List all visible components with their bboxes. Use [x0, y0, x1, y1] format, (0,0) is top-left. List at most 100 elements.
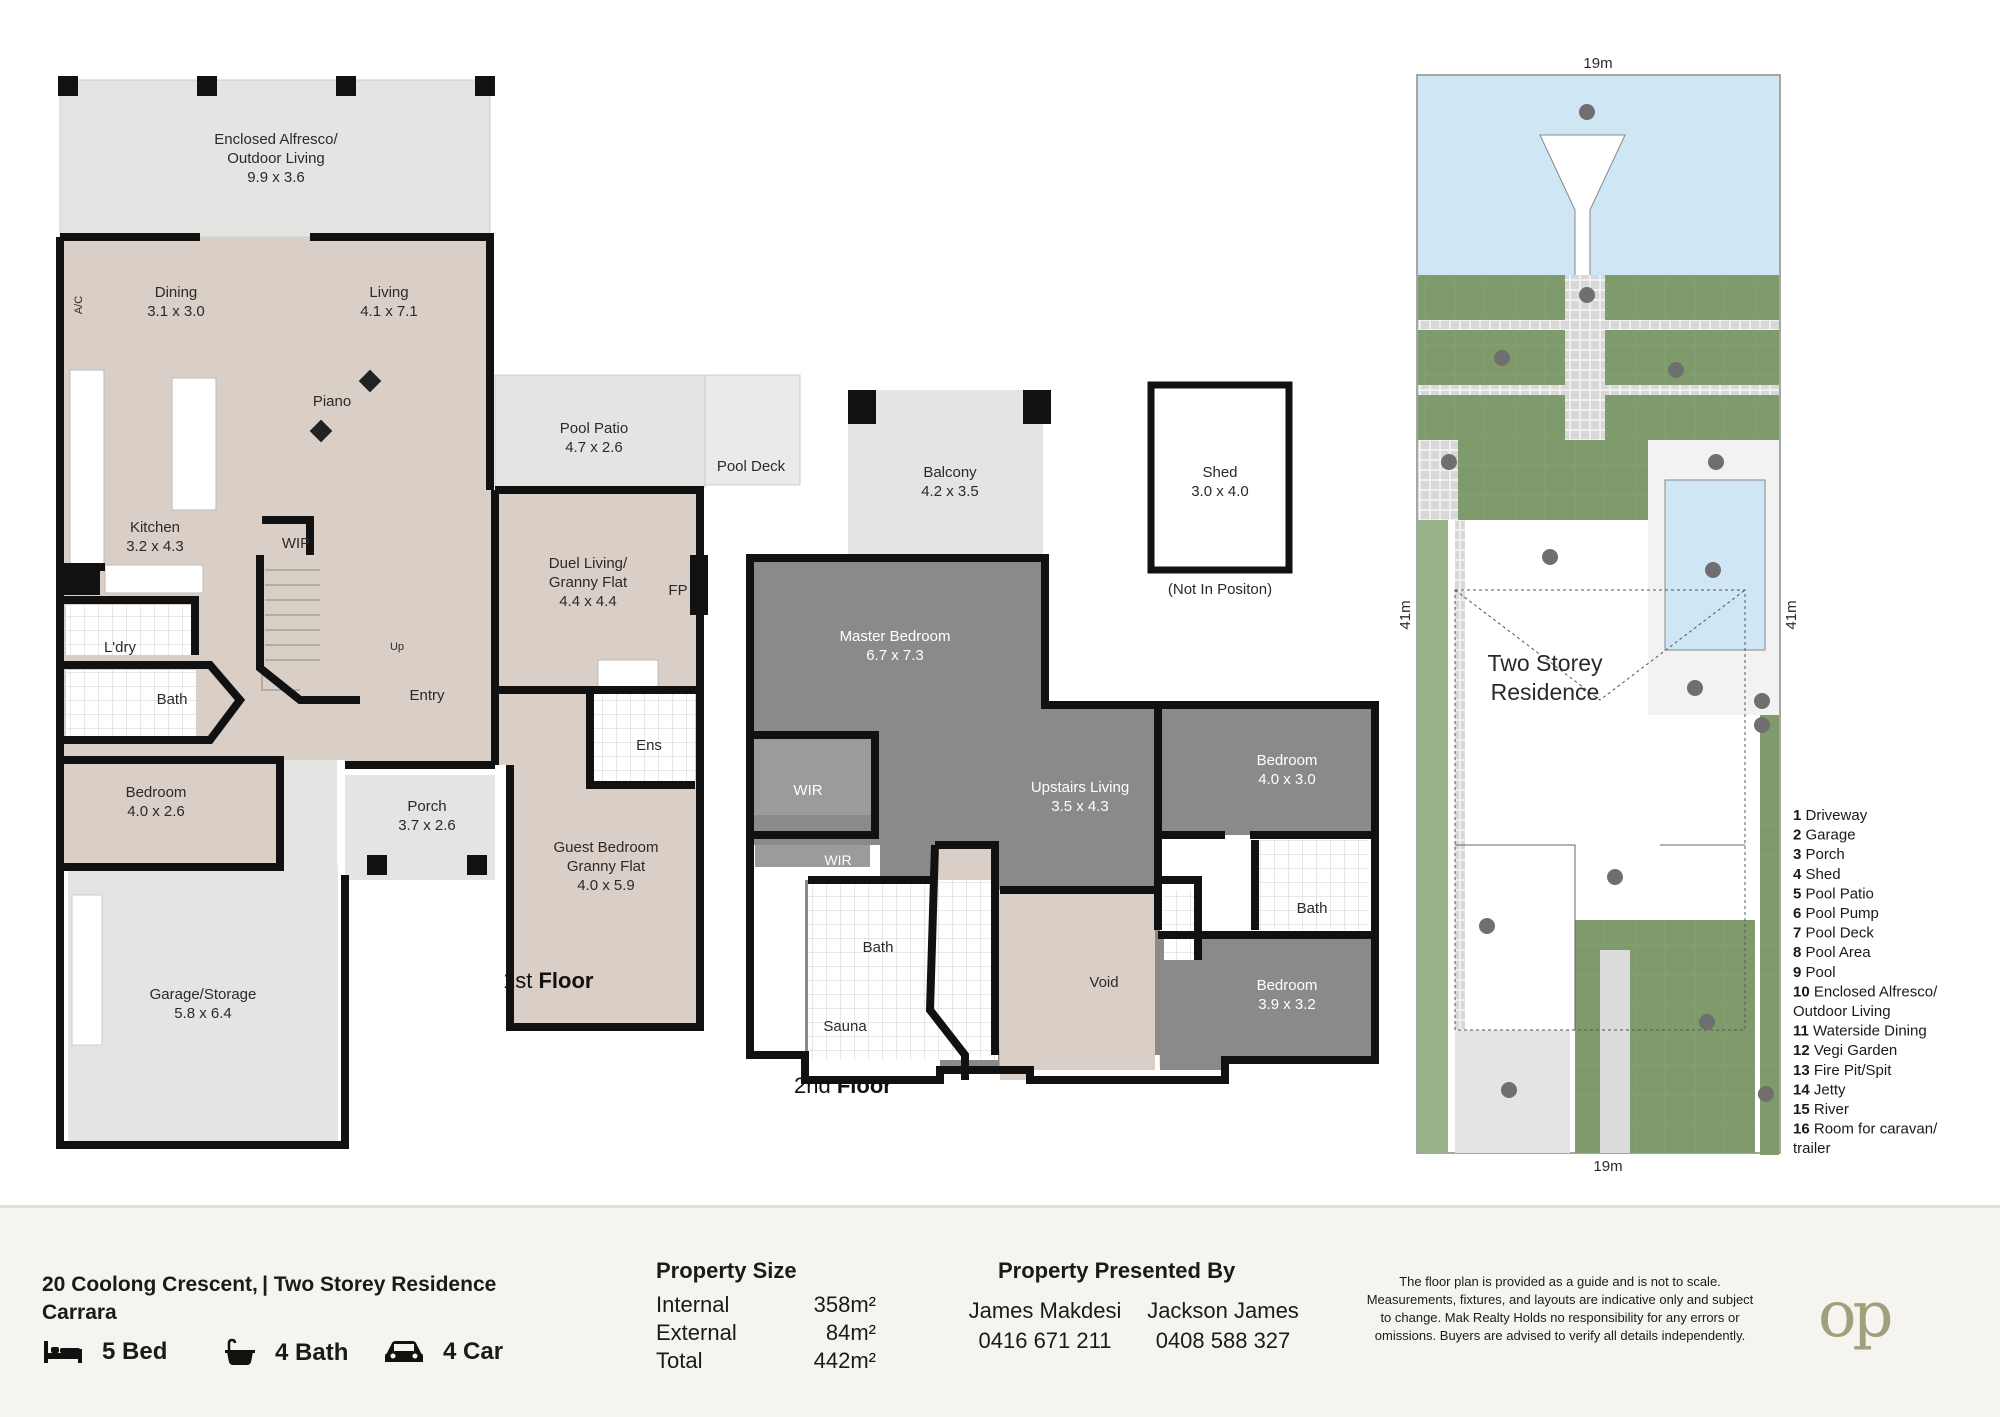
- legend-text: Room for caravan/: [1810, 1121, 1938, 1138]
- legend-item: 11 Waterside Dining: [1793, 1023, 1927, 1040]
- size-label: Internal: [656, 1292, 730, 1317]
- agent-name: Jackson James: [1147, 1298, 1299, 1323]
- size-value: 84m²: [825, 1320, 876, 1345]
- agent-phone: 0416 671 211: [978, 1328, 1112, 1353]
- legend-number: 5: [1793, 885, 1801, 902]
- room-label-shed: Shed: [1202, 464, 1237, 481]
- room-label-pool-deck: Pool Deck: [717, 458, 786, 475]
- legend-text: Enclosed Alfresco/: [1810, 983, 1938, 1000]
- room-label-wir-1: WIR: [793, 782, 822, 799]
- room-label-alfresco: Enclosed Alfresco/: [214, 131, 338, 148]
- room-label-bedroom-1: Bedroom: [126, 784, 187, 801]
- room-label-garage: Garage/Storage: [150, 986, 257, 1003]
- legend-item: Outdoor Living: [1793, 1003, 1891, 1020]
- legend-number: 8: [1793, 944, 1801, 961]
- legend-item: trailer: [1793, 1140, 1831, 1157]
- floor-title-2nd: 2nd Floor: [794, 1073, 892, 1098]
- room-label-living: Living: [369, 284, 408, 301]
- room-dim-balcony: 4.2 x 3.5: [921, 483, 979, 500]
- room-label-bedroom-2: Bedroom: [1257, 752, 1318, 769]
- room-label-alfresco-2: Outdoor Living: [227, 150, 325, 167]
- legend-number: 3: [1793, 846, 1801, 863]
- legend-text: Shed: [1801, 866, 1840, 883]
- cars-count: 4 Car: [443, 1338, 504, 1365]
- legend-text: Outdoor Living: [1793, 1003, 1891, 1020]
- room-label-duel-living-2: Granny Flat: [549, 574, 628, 591]
- room-label-porch: Porch: [407, 798, 446, 815]
- room-label-ldry: L'dry: [104, 639, 137, 656]
- room-dim-bedroom-2: 4.0 x 3.0: [1258, 771, 1316, 788]
- agent-1: James Makdesi 0416 671 211: [960, 1296, 1130, 1356]
- room-label-balcony: Balcony: [923, 464, 977, 481]
- room-label-bath-2: Bath: [1297, 900, 1328, 917]
- room-label-dining: Dining: [155, 284, 198, 301]
- room-dim-shed: 3.0 x 4.0: [1191, 483, 1249, 500]
- room-label-kitchen: Kitchen: [130, 519, 180, 536]
- room-label-master-bedroom: Master Bedroom: [840, 628, 951, 645]
- beds-feature: 5 Bed: [42, 1338, 167, 1366]
- room-dim-upstairs-living: 3.5 x 4.3: [1051, 798, 1109, 815]
- car-icon: [385, 1341, 423, 1362]
- property-address: 20 Coolong Crescent, | Two Storey Reside…: [42, 1271, 496, 1327]
- first-floor: [56, 76, 801, 1149]
- room-dim-bedroom-1: 4.0 x 2.6: [127, 803, 185, 820]
- legend-text: Fire Pit/Spit: [1810, 1062, 1893, 1079]
- legend-text: River: [1810, 1101, 1849, 1118]
- legend-number: 7: [1793, 925, 1801, 942]
- fireplace-label: FP: [668, 582, 687, 599]
- room-label-ensuite: Ens: [636, 737, 662, 754]
- address-line-2: Carrara: [42, 1301, 117, 1324]
- size-label: Total: [656, 1348, 703, 1373]
- legend-item: 10 Enclosed Alfresco/: [1793, 983, 1938, 1000]
- legend-item: 8 Pool Area: [1793, 944, 1871, 961]
- legend-text: Garage: [1801, 827, 1855, 844]
- legend-number: 15: [1793, 1101, 1810, 1118]
- legend-text: Vegi Garden: [1810, 1042, 1898, 1059]
- property-size-title: Property Size: [656, 1258, 797, 1283]
- site-width-bottom: 19m: [1593, 1158, 1622, 1175]
- beds-count: 5 Bed: [102, 1338, 168, 1365]
- site-house-label: Two Storey: [1487, 650, 1603, 676]
- room-dim-living: 4.1 x 7.1: [360, 303, 418, 320]
- legend-item: 6 Pool Pump: [1793, 905, 1879, 922]
- room-label-void: Void: [1089, 974, 1118, 991]
- site-width-top: 19m: [1583, 55, 1612, 72]
- legend-text: Jetty: [1810, 1081, 1846, 1098]
- legend-item: 2 Garage: [1793, 827, 1856, 844]
- room-dim-pool-patio: 4.7 x 2.6: [565, 439, 623, 456]
- legend-item: 4 Shed: [1793, 866, 1841, 883]
- legend-item: 7 Pool Deck: [1793, 925, 1874, 942]
- legend-item: 1 Driveway: [1793, 807, 1868, 824]
- legend-item: 12 Vegi Garden: [1793, 1042, 1897, 1059]
- address-line-1: 20 Coolong Crescent, | Two Storey Reside…: [42, 1273, 497, 1296]
- legend-item: 5 Pool Patio: [1793, 885, 1874, 902]
- agent-phone: 0408 588 327: [1155, 1328, 1291, 1353]
- bath-icon: [225, 1338, 255, 1365]
- site-house-label-2: Residence: [1491, 679, 1600, 705]
- baths-count: 4 Bath: [275, 1339, 349, 1366]
- legend-text: Pool Deck: [1801, 925, 1874, 942]
- room-label-upstairs-living: Upstairs Living: [1031, 779, 1129, 796]
- shed-note: (Not In Positon): [1168, 581, 1272, 598]
- room-dim-porch: 3.7 x 2.6: [398, 817, 456, 834]
- legend-text: Pool Pump: [1801, 905, 1879, 922]
- legend-item: 3 Porch: [1793, 846, 1845, 863]
- legend-item: 15 River: [1793, 1101, 1849, 1118]
- piano-label: Piano: [313, 393, 351, 410]
- room-dim-kitchen: 3.2 x 4.3: [126, 538, 184, 555]
- room-label-wir-2: WIR: [824, 852, 851, 868]
- stair-up-label: Up: [390, 641, 404, 653]
- legend-item: 14 Jetty: [1793, 1081, 1846, 1098]
- disclaimer: The floor plan is provided as a guide an…: [1366, 1274, 1754, 1343]
- presented-by-title: Property Presented By: [998, 1258, 1236, 1283]
- legend-number: 1: [1793, 807, 1801, 824]
- room-label-entry: Entry: [409, 687, 445, 704]
- footer-bar: 20 Coolong Crescent, | Two Storey Reside…: [0, 1205, 2000, 1417]
- legend-number: 6: [1793, 905, 1801, 922]
- legend-item: 13 Fire Pit/Spit: [1793, 1062, 1892, 1079]
- size-value: 358m²: [813, 1292, 876, 1317]
- room-label-guest-bedroom: Guest Bedroom: [553, 839, 658, 856]
- floor-plan-drawing: Enclosed Alfresco/ Outdoor Living 9.9 x …: [56, 55, 1938, 1175]
